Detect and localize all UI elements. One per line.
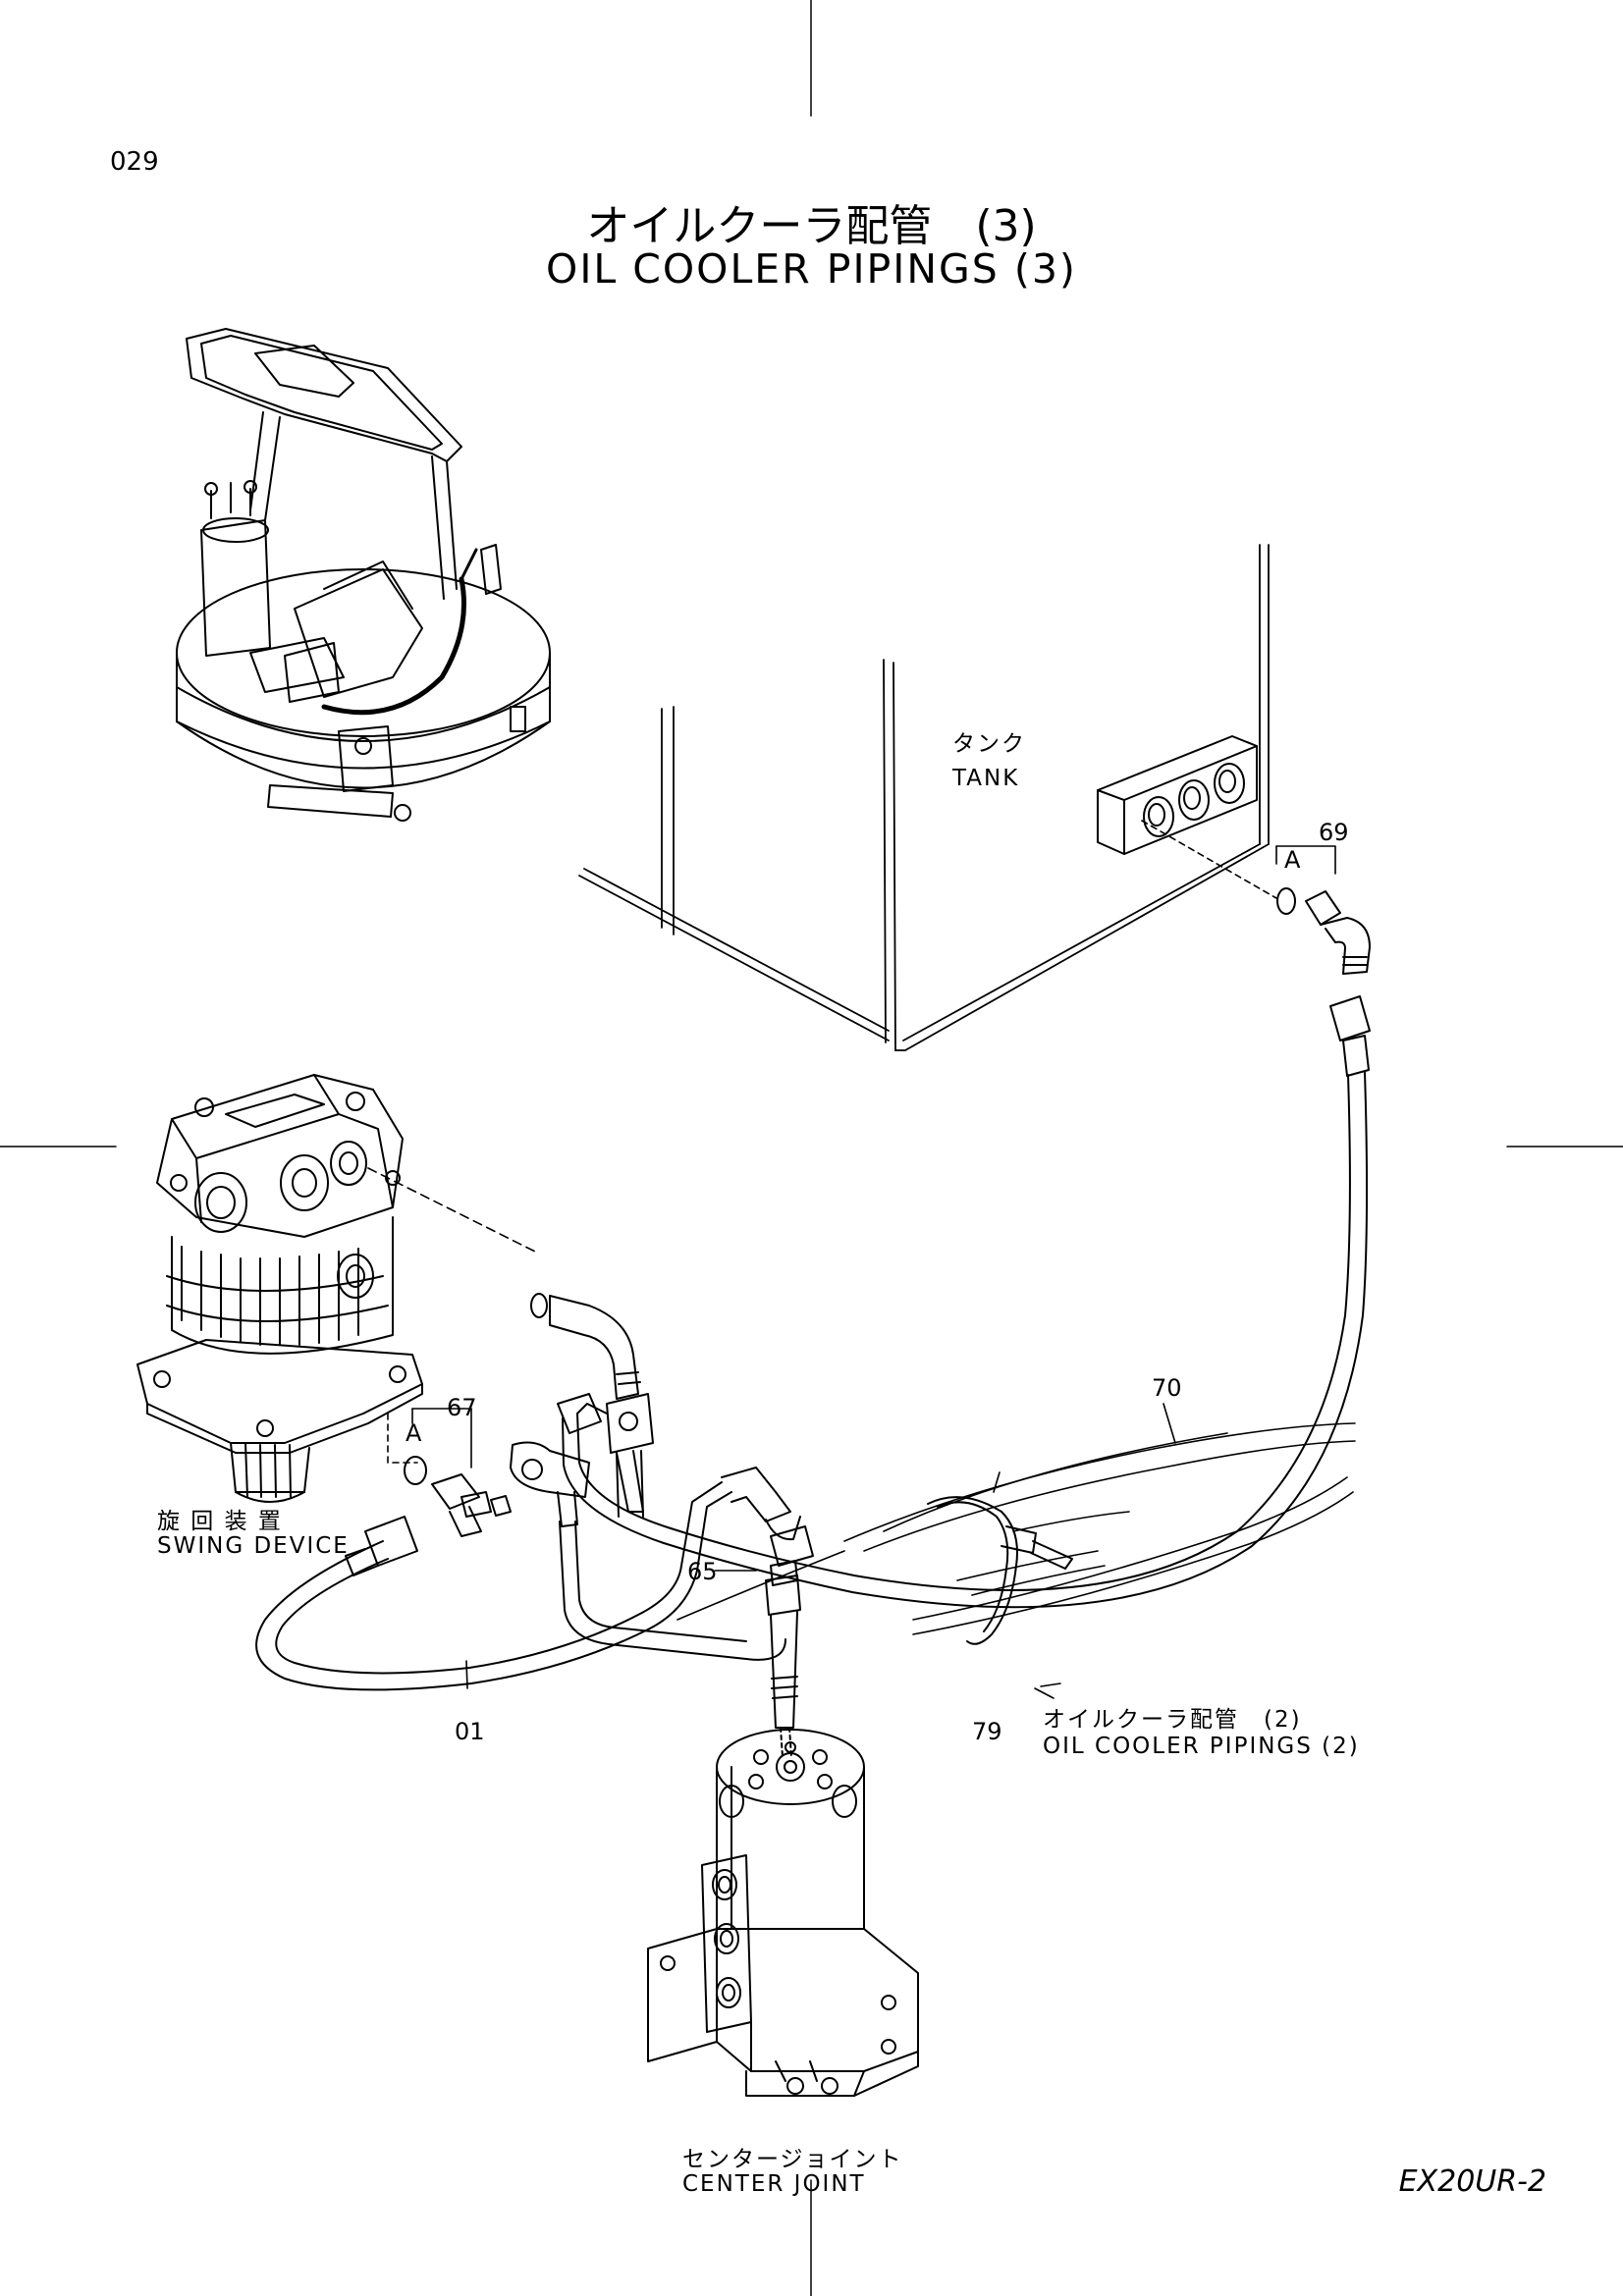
page-number: 029 [110, 147, 159, 177]
page-title-japanese: オイルクーラ配管 (3) [586, 201, 1037, 251]
section-mark-a-lower: A [406, 1419, 422, 1447]
tank-label-english: TANK [952, 766, 1020, 791]
elbow-fitting-69 [1305, 890, 1371, 975]
page-title-english: OIL COOLER PIPINGS (3) [546, 245, 1077, 293]
part-number-79: 79 [972, 1718, 1002, 1745]
oil-cooler-pipings-2-label-japanese: オイルクーラ配管 (2) [1043, 1707, 1302, 1733]
tank-label-japanese: タンク [952, 731, 1026, 757]
part-number-01: 01 [455, 1718, 485, 1745]
swing-device-label-english: SWING DEVICE [157, 1533, 350, 1559]
tank-port-block [1097, 735, 1258, 855]
part-number-70: 70 [1152, 1374, 1182, 1402]
o-rings [404, 887, 1296, 1485]
part-number-65: 65 [687, 1558, 718, 1585]
swing-device-label-japanese: 旋 回 装 置 [157, 1509, 283, 1534]
oil-cooler-pipings-2-label-english: OIL COOLER PIPINGS (2) [1043, 1734, 1360, 1759]
tank-outline [578, 544, 1270, 1051]
swing-device-illustration [136, 1074, 423, 1503]
part-number-69: 69 [1319, 819, 1349, 846]
center-joint-illustration [647, 1729, 919, 2097]
excavator-upper-illustration [176, 328, 551, 822]
hose-01 [255, 1467, 814, 1691]
section-mark-a-upper: A [1284, 846, 1301, 874]
elbow-fitting-swing [549, 1295, 654, 1518]
hose-70 [557, 995, 1371, 1609]
center-joint-label-english: CENTER JOINT [682, 2171, 866, 2197]
hose-swing-upper [510, 1441, 786, 1661]
model-code: EX20UR-2 [1398, 2164, 1546, 2199]
tee-fitting-67 [431, 1473, 512, 1537]
part-number-67: 67 [447, 1394, 477, 1421]
center-joint-label-japanese: センタージョイント [682, 2147, 903, 2172]
oil-cooler-pipings-2 [676, 1422, 1356, 1635]
callout-leaders [367, 820, 1336, 1699]
